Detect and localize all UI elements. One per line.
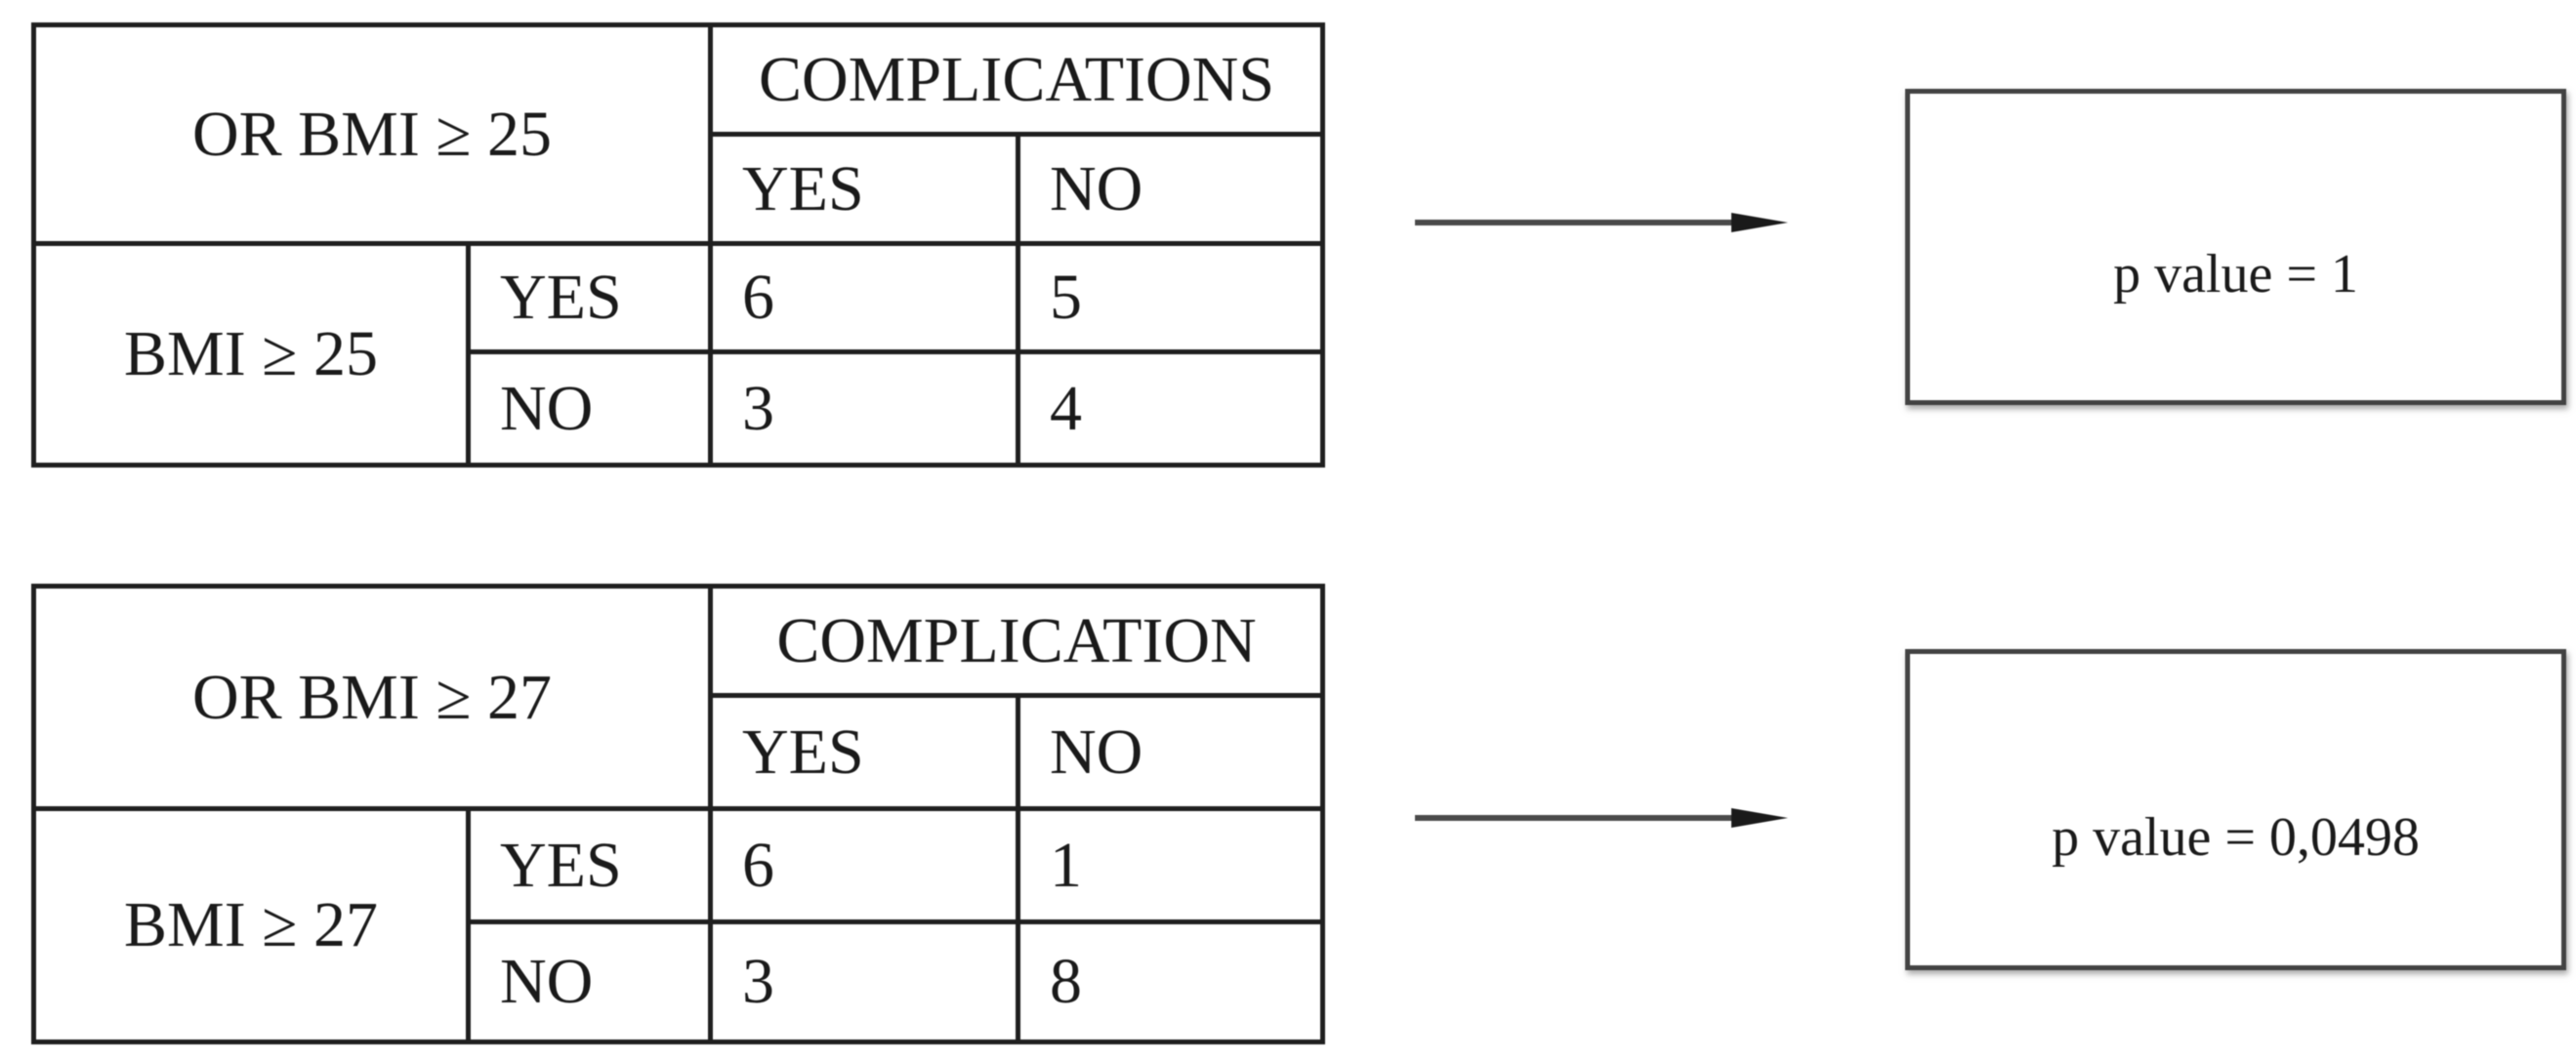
p-value-box: p value = 0,0498 bbox=[1905, 649, 2566, 970]
cell-no-no: 8 bbox=[1015, 919, 1326, 1044]
col-header-no: NO bbox=[1015, 693, 1326, 811]
table-row: NO 3 8 bbox=[34, 919, 1326, 1044]
p-value-text: p value = 1 bbox=[2113, 244, 2358, 305]
row-group-header: BMI ≥ 25 bbox=[31, 241, 471, 468]
row-header-yes: YES bbox=[466, 806, 713, 924]
corner-cell: OR BMI ≥ 27 bbox=[31, 584, 713, 811]
cell-yes-yes: 6 bbox=[708, 241, 1020, 354]
right-arrow-icon bbox=[1415, 213, 1788, 232]
col-header-no: NO bbox=[1015, 132, 1326, 246]
cell-yes-no: 1 bbox=[1015, 806, 1326, 924]
col-group-header: COMPLICATION bbox=[707, 584, 1326, 698]
col-group-header: COMPLICATIONS bbox=[707, 22, 1326, 137]
contingency-table-bmi27: OR BMI ≥ 27 COMPLICATION YES NO BMI ≥ 27… bbox=[31, 584, 1326, 1044]
table-row: BMI ≥ 25 YES 6 5 bbox=[31, 241, 1326, 468]
p-value-box: p value = 1 bbox=[1905, 89, 2566, 405]
right-arrow-icon bbox=[1415, 808, 1788, 828]
row-header-no: NO bbox=[466, 919, 713, 1044]
cell-no-no: 4 bbox=[1015, 349, 1326, 468]
cell-no-yes: 3 bbox=[708, 349, 1020, 468]
table-row: BMI ≥ 27 YES 6 1 bbox=[31, 806, 1326, 1044]
cell-yes-yes: 6 bbox=[708, 806, 1020, 924]
col-header-yes: YES bbox=[708, 693, 1020, 811]
p-value-text: p value = 0,0498 bbox=[2052, 806, 2420, 868]
table-row: NO 3 4 bbox=[34, 349, 1326, 468]
row-group-header: BMI ≥ 27 bbox=[31, 806, 471, 1044]
corner-cell: OR BMI ≥ 25 bbox=[31, 22, 713, 246]
cell-yes-no: 5 bbox=[1015, 241, 1326, 354]
row-header-yes: YES bbox=[466, 241, 713, 354]
contingency-table-bmi25: OR BMI ≥ 25 COMPLICATIONS YES NO BMI ≥ 2… bbox=[31, 22, 1326, 468]
cell-no-yes: 3 bbox=[708, 919, 1020, 1044]
row-header-no: NO bbox=[466, 349, 713, 468]
col-header-yes: YES bbox=[708, 132, 1020, 246]
